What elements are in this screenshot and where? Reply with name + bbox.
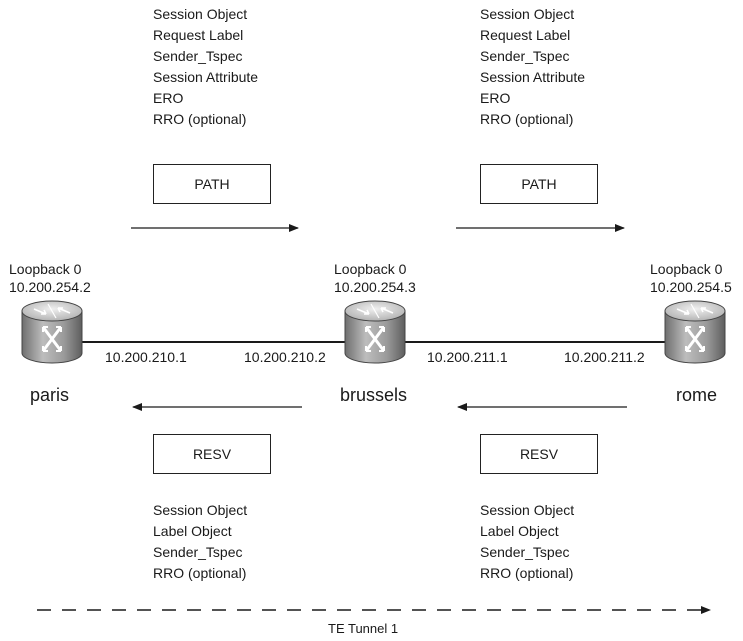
router-rome-icon xyxy=(663,299,727,365)
router-name-paris: paris xyxy=(30,385,70,405)
router-name-rome: rome xyxy=(676,385,718,405)
object-item: Label Object xyxy=(153,523,232,539)
object-item: ERO xyxy=(153,90,184,106)
object-item: RRO (optional) xyxy=(153,111,247,127)
loopback-ip: 10.200.254.3 xyxy=(334,279,416,295)
loopback-name: Loopback 0 xyxy=(334,261,407,277)
router-paris-icon xyxy=(20,299,84,365)
object-item: Sender_Tspec xyxy=(153,544,243,560)
object-item: Label Object xyxy=(480,523,559,539)
brussels-east-interface-ip: 10.200.211.1 xyxy=(427,349,508,365)
object-item: Session Attribute xyxy=(480,69,586,85)
resv-message-box-right: RESV xyxy=(480,434,598,474)
object-item: ERO xyxy=(480,90,511,106)
path-message-box-right: PATH xyxy=(480,164,598,204)
router-name-brussels: brussels xyxy=(340,385,408,405)
object-item: Session Attribute xyxy=(153,69,259,85)
object-item: Sender_Tspec xyxy=(153,48,243,64)
loopback-name: Loopback 0 xyxy=(650,261,723,277)
object-item: Request Label xyxy=(153,27,244,43)
path-message-box-left: PATH xyxy=(153,164,271,204)
loopback-name: Loopback 0 xyxy=(9,261,82,277)
paris-interface-ip: 10.200.210.1 xyxy=(105,349,187,365)
top-right-object-list: Session Object Request Label Sender_Tspe… xyxy=(480,4,585,130)
rome-interface-ip: 10.200.211.2 xyxy=(564,349,645,365)
object-item: Session Object xyxy=(153,6,248,22)
object-item: Request Label xyxy=(480,27,571,43)
object-item: Session Object xyxy=(480,502,575,518)
te-tunnel-label: TE Tunnel 1 xyxy=(328,621,399,636)
paris-loopback-label: Loopback 0 10.200.254.2 xyxy=(9,260,91,296)
object-item: Sender_Tspec xyxy=(480,544,570,560)
brussels-loopback-label: Loopback 0 10.200.254.3 xyxy=(334,260,416,296)
object-item: Session Object xyxy=(153,502,248,518)
object-item: Session Object xyxy=(480,6,575,22)
loopback-ip: 10.200.254.5 xyxy=(650,279,732,295)
object-item: Sender_Tspec xyxy=(480,48,570,64)
top-left-object-list: Session Object Request Label Sender_Tspe… xyxy=(153,4,258,130)
resv-message-box-left: RESV xyxy=(153,434,271,474)
brussels-west-interface-ip: 10.200.210.2 xyxy=(244,349,326,365)
object-item: RRO (optional) xyxy=(153,565,247,581)
rome-loopback-label: Loopback 0 10.200.254.5 xyxy=(650,260,732,296)
bottom-left-object-list: Session Object Label Object Sender_Tspec… xyxy=(153,500,247,584)
loopback-ip: 10.200.254.2 xyxy=(9,279,91,295)
object-item: RRO (optional) xyxy=(480,111,574,127)
bottom-right-object-list: Session Object Label Object Sender_Tspec… xyxy=(480,500,574,584)
object-item: RRO (optional) xyxy=(480,565,574,581)
router-brussels-icon xyxy=(343,299,407,365)
